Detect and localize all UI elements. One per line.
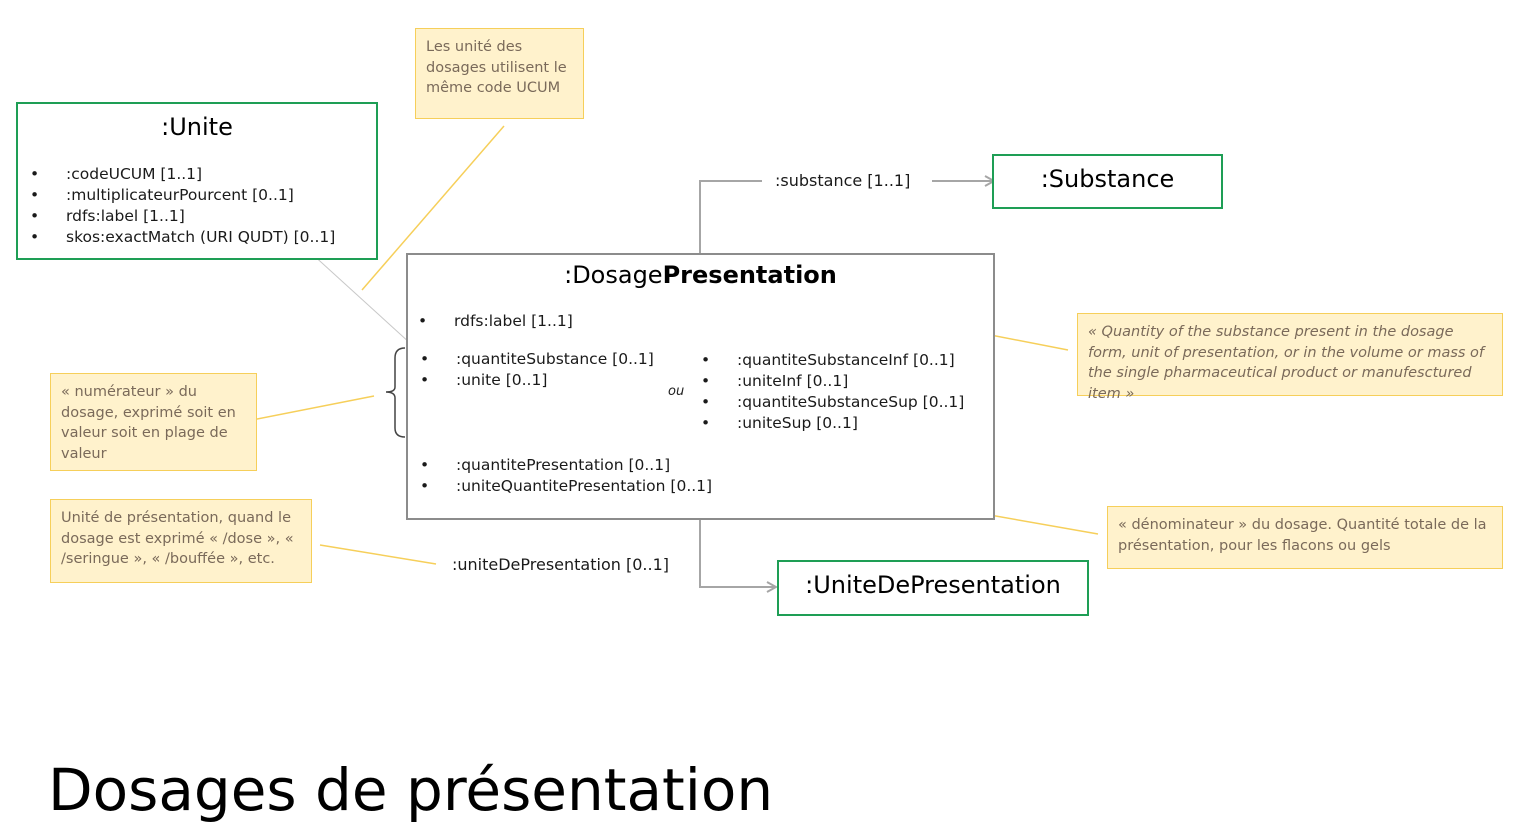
callout-unite-presentation — [319, 544, 437, 565]
slide-title: Dosages de présentation — [48, 756, 774, 824]
class-dosage-title: :DosagePresentation — [564, 261, 837, 289]
class-substance-title: :Substance — [1040, 165, 1175, 193]
callout-ucum — [361, 125, 505, 291]
class-unite-de-presentation[interactable]: :UniteDePresentation — [777, 560, 1089, 616]
note-denominateur: « dénominateur » du dosage. Quantité tot… — [1107, 506, 1503, 569]
note-numerateur: « numérateur » du dosage, exprimé soit e… — [50, 373, 257, 471]
class-unite[interactable]: :Unite •:codeUCUM [1..1] •:multiplicateu… — [16, 102, 378, 260]
property-item: •:uniteInf [0..1] — [701, 372, 849, 390]
property-item: •rdfs:label [1..1] — [418, 312, 573, 330]
property-item: •:unite [0..1] — [420, 371, 548, 389]
class-unite-title: :Unite — [161, 113, 233, 141]
property-item: •rdfs:label [1..1] — [30, 207, 185, 225]
edge-substance — [699, 180, 762, 253]
dosage-right-list: •:quantiteSubstanceInf [0..1] •:uniteInf… — [701, 350, 965, 434]
property-item: •:quantiteSubstanceSup [0..1] — [701, 393, 965, 411]
property-item: •:uniteSup [0..1] — [701, 414, 858, 432]
property-item: •:multiplicateurPourcent [0..1] — [30, 186, 294, 204]
class-unite-properties: •:codeUCUM [1..1] •:multiplicateurPource… — [30, 164, 336, 248]
dosage-left-list: •:quantiteSubstance [0..1] •:unite [0..1… — [420, 349, 654, 391]
edge-unite-presentation — [699, 519, 776, 587]
edge-label-substance: :substance [1..1] — [775, 171, 911, 190]
property-item: •:quantiteSubstanceInf [0..1] — [701, 351, 955, 369]
class-substance[interactable]: :Substance — [992, 154, 1223, 209]
class-unite-de-presentation-title: :UniteDePresentation — [805, 571, 1061, 599]
callout-numerateur — [251, 395, 375, 421]
property-item: •skos:exactMatch (URI QUDT) [0..1] — [30, 228, 336, 246]
edge-label-unite-presentation: :uniteDePresentation [0..1] — [452, 555, 669, 574]
note-ucum: Les unité des dosages utilisent le même … — [415, 28, 584, 119]
property-item: •:quantiteSubstance [0..1] — [420, 350, 654, 368]
note-unite-presentation: Unité de présentation, quand le dosage e… — [50, 499, 312, 583]
property-item: •:quantitePresentation [0..1] — [420, 456, 671, 474]
dosage-label-list: •rdfs:label [1..1] — [418, 311, 573, 332]
dosage-bottom-list: •:quantitePresentation [0..1] •:uniteQua… — [420, 455, 713, 497]
property-item: •:uniteQuantitePresentation [0..1] — [420, 477, 713, 495]
property-item: •:codeUCUM [1..1] — [30, 165, 203, 183]
left-brace — [385, 347, 406, 438]
or-label: ou — [668, 384, 685, 399]
note-quantity: « Quantity of the substance present in t… — [1077, 313, 1503, 402]
class-dosage-presentation[interactable]: :DosagePresentation — [406, 253, 995, 520]
